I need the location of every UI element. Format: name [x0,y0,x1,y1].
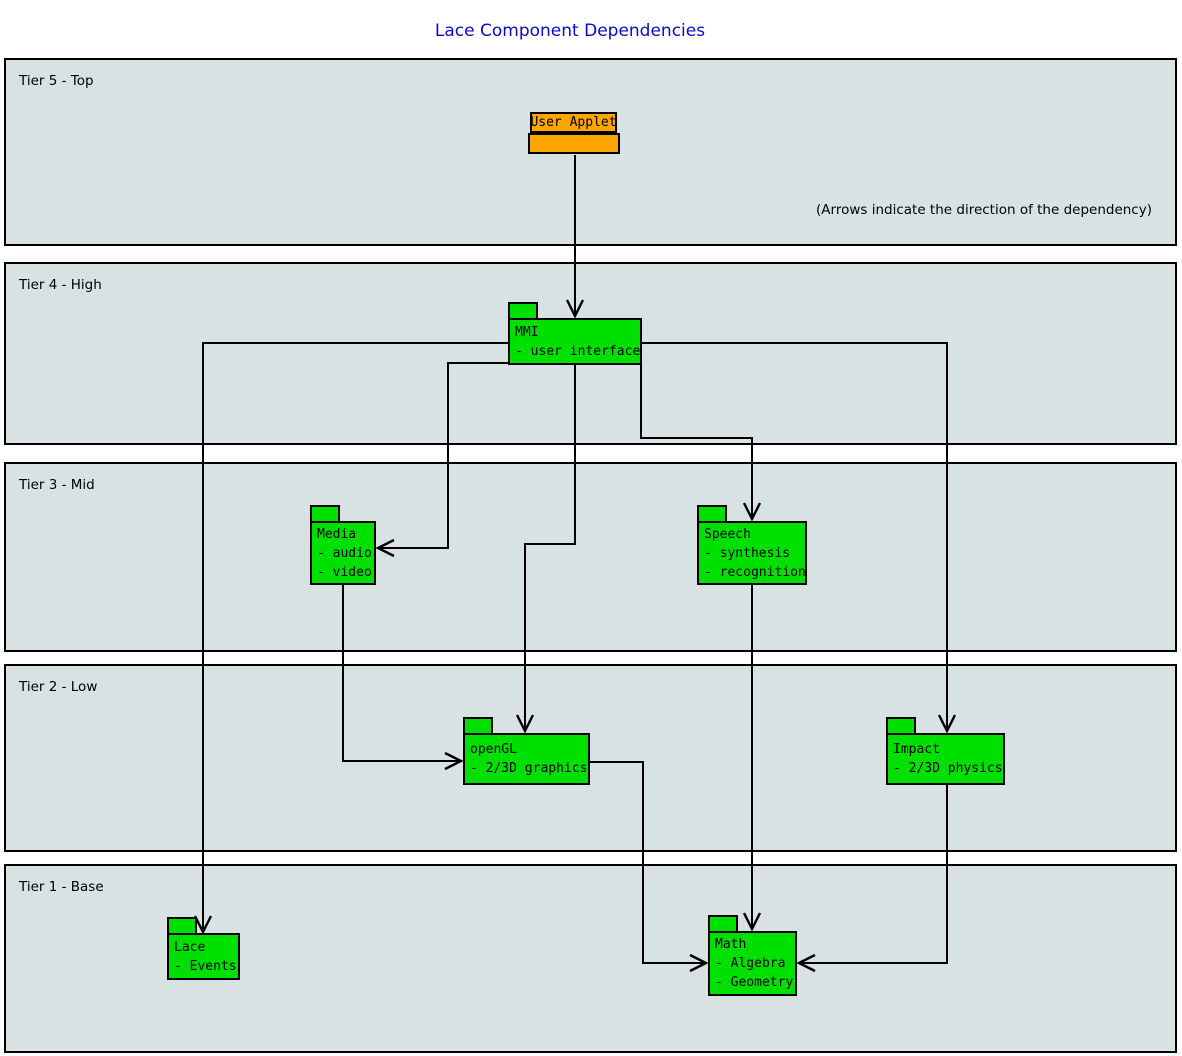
tier-label: Tier 5 - Top [19,73,94,89]
component-speech: Speech - synthesis - recognition [697,505,807,585]
component-lace: Lace - Events [167,917,240,980]
folder-tab-icon [886,717,916,733]
folder-tab-icon [310,505,340,521]
component-impact: Impact - 2/3D physics [886,717,1005,785]
component-detail: - 2/3D graphics [470,761,588,776]
component-box: Lace - Events [167,933,240,980]
component-detail: - video [317,564,372,580]
component-detail: - synthesis [704,545,791,561]
component-opengl: openGL - 2/3D graphics [463,717,590,785]
diagram-title: Lace Component Dependencies [434,21,706,41]
folder-tab-icon [708,915,738,931]
component-box: Media - audio - video [310,521,376,585]
component-box: MMI - user interface [508,318,642,365]
component-detail: - recognition [704,564,806,580]
component-title: openGL [470,742,517,757]
component-title: Math [715,937,747,952]
component-mmi: MMI - user interface [508,302,642,365]
component-media: Media - audio - video [310,505,376,585]
component-box: openGL - 2/3D graphics [463,733,590,785]
folder-tab-icon [167,917,197,933]
component-detail: - Events [174,958,237,974]
component-box: Impact - 2/3D physics [886,733,1005,785]
dependency-note: (Arrows indicate the direction of the de… [816,202,1152,218]
component-detail: - user interface [515,343,641,359]
component-detail: - audio [317,545,372,561]
component-detail: - Algebra [715,956,786,971]
tier-band-tier-3-mid: Tier 3 - Mid [4,462,1177,652]
component-box: Math - Algebra - Geometry [708,931,797,996]
component-title: User Applet [530,112,617,133]
component-body [528,133,620,154]
component-user-applet: User Applet [528,112,620,154]
component-math: Math - Algebra - Geometry [708,915,797,996]
folder-tab-icon [463,717,493,733]
folder-tab-icon [508,302,538,318]
tier-label: Tier 3 - Mid [19,477,95,493]
component-title: Impact [893,742,940,757]
tier-label: Tier 4 - High [19,277,102,293]
component-title: Lace [174,939,206,955]
folder-tab-icon [697,505,727,521]
component-detail: - Geometry [715,975,794,990]
component-title: MMI [515,324,539,340]
tier-band-tier-4-high: Tier 4 - High [4,262,1177,445]
tier-label: Tier 1 - Base [19,879,104,895]
component-box: Speech - synthesis - recognition [697,521,807,585]
component-title: Media [317,526,357,542]
component-detail: - 2/3D physics [893,761,1003,776]
component-title: Speech [704,526,751,542]
tier-label: Tier 2 - Low [19,679,98,695]
